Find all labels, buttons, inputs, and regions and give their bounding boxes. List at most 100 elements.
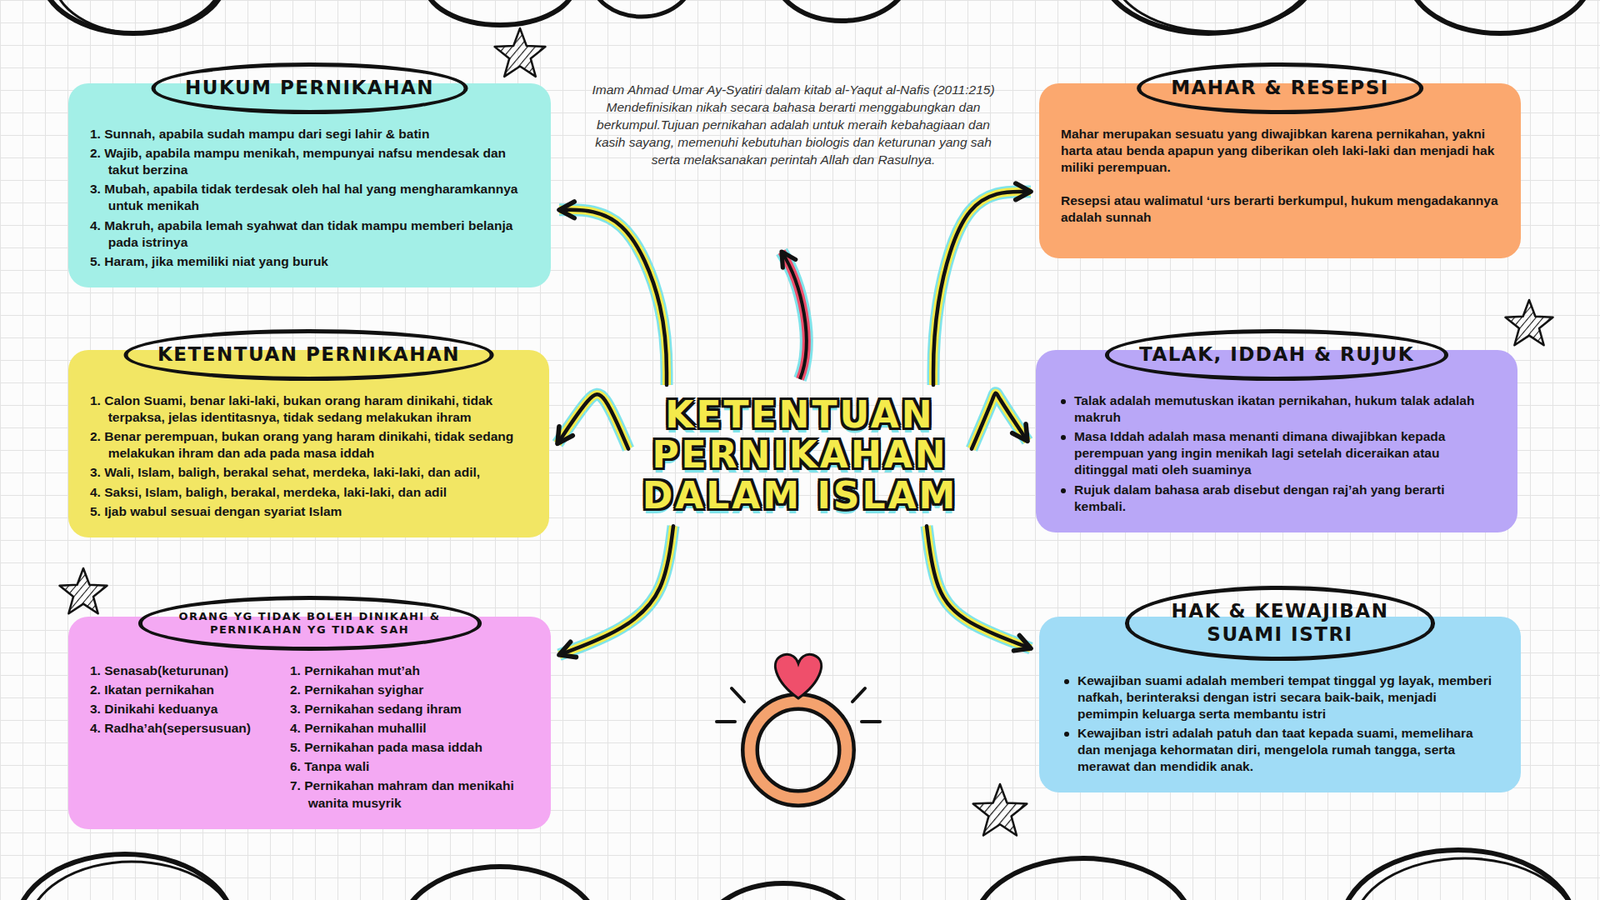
scribble-circle bbox=[400, 866, 600, 900]
topic-box: KETENTUAN PERNIKAHAN1. Calon Suami, bena… bbox=[68, 350, 550, 538]
connector-glow bbox=[933, 191, 1031, 385]
connector-group bbox=[557, 394, 629, 449]
list-item: 1. Pernikahan mut’ah bbox=[290, 662, 530, 680]
list-item: 3. Wali, Islam, baligh, berakal sehat, m… bbox=[90, 464, 528, 481]
paragraph: Mahar merupakan sesuatu yang diwajibkan … bbox=[1060, 125, 1500, 176]
list-item: 1. Calon Suami, benar laki-laki, bukan o… bbox=[90, 392, 528, 426]
star-doodle bbox=[973, 784, 1028, 836]
list-item: 5. Haram, jika memiliki niat yang buruk bbox=[90, 253, 530, 270]
list-item: 5. Pernikahan pada masa iddah bbox=[290, 739, 530, 756]
list-item: 2. Benar perempuan, bukan orang yang har… bbox=[90, 428, 528, 462]
topic-box: ORANG YG TIDAK BOLEH DINIKAHI & PERNIKAH… bbox=[68, 616, 551, 830]
heading-ellipse: TALAK, IDDAH & RUJUK bbox=[1105, 329, 1449, 381]
scribble-circle bbox=[775, 0, 909, 21]
list-item: 4. Radha’ah(sepersusuan) bbox=[90, 720, 282, 737]
list-item: 1. Sunnah, apabila sudah mampu dari segi… bbox=[90, 125, 530, 143]
scribble-circle bbox=[425, 0, 575, 25]
box-body: 1. Sunnah, apabila sudah mampu dari segi… bbox=[90, 125, 530, 270]
connector-group bbox=[559, 210, 667, 385]
topic-box: MAHAR & RESEPSIMahar merupakan sesuatu y… bbox=[1039, 83, 1521, 259]
list-item: 1. Senasab(keturunan) bbox=[90, 662, 282, 680]
bullet-dot bbox=[1064, 679, 1070, 685]
scribble-circle bbox=[700, 883, 867, 900]
connector-glow bbox=[926, 525, 1031, 649]
ring-outline bbox=[750, 701, 847, 799]
list-item: 2. Wajib, apabila mampu menikah, mempuny… bbox=[90, 145, 530, 179]
scribble-circles bbox=[16, 0, 1592, 900]
connector-glow bbox=[559, 210, 667, 385]
list-item: 2. Ikatan pernikahan bbox=[90, 681, 282, 699]
list-item: 3. Dinikahi keduanya bbox=[90, 700, 282, 718]
connector-glow bbox=[971, 393, 1028, 450]
scribble-circle bbox=[41, 0, 225, 34]
bullet-row: Kewajiban suami adalah memberi tempat ti… bbox=[1060, 672, 1500, 723]
bullet-text: Kewajiban suami adalah memberi tempat ti… bbox=[1077, 672, 1500, 723]
connector-arrow bbox=[971, 393, 1028, 450]
bullet-text: Talak adalah memutuskan ikatan pernikaha… bbox=[1074, 392, 1496, 426]
bullet-dot bbox=[1064, 731, 1070, 737]
paragraph: Resepsi atau walimatul ‘urs berarti berk… bbox=[1060, 192, 1500, 226]
list-column: 1. Pernikahan mut’ah2. Pernikahan syigha… bbox=[281, 662, 530, 815]
connector-group bbox=[933, 191, 1031, 385]
connector-glow bbox=[559, 210, 667, 385]
ring-icon bbox=[716, 654, 880, 799]
bullet-row: Talak adalah memutuskan ikatan pernikaha… bbox=[1057, 392, 1496, 426]
quote-note: Imam Ahmad Umar Ay-Syatiri dalam kitab a… bbox=[581, 81, 1005, 170]
bullet-dot bbox=[1060, 435, 1066, 440]
heart bbox=[775, 654, 821, 699]
connector-glow bbox=[933, 191, 1031, 385]
connector-glow bbox=[559, 525, 674, 655]
heading-ellipse: HUKUM PERNIKAHAN bbox=[150, 62, 469, 115]
connector-glow bbox=[971, 393, 1028, 450]
star-doodle bbox=[59, 568, 107, 614]
bullet-row: Rujuk dalam bahasa arab disebut dengan r… bbox=[1057, 481, 1496, 515]
list-item: 2. Pernikahan syighar bbox=[290, 681, 530, 699]
topic-box: HAK & KEWAJIBAN SUAMI ISTRIKewajiban sua… bbox=[1039, 616, 1521, 793]
bullet-text: Rujuk dalam bahasa arab disebut dengan r… bbox=[1074, 481, 1496, 515]
list-item: 4. Saksi, Islam, baligh, berakal, merdek… bbox=[90, 484, 528, 501]
connector-group bbox=[926, 525, 1031, 649]
box-body: Kewajiban suami adalah memberi tempat ti… bbox=[1060, 672, 1500, 776]
connector-arrow bbox=[557, 394, 629, 449]
connector-glow bbox=[557, 394, 629, 449]
scribble-circle bbox=[28, 861, 235, 900]
arrow-line bbox=[781, 251, 807, 380]
bullet-row: Masa Iddah adalah masa menanti dimana di… bbox=[1057, 428, 1496, 479]
connector-glow bbox=[559, 525, 674, 655]
bullet-dot bbox=[1060, 399, 1066, 405]
bullet-dot bbox=[1060, 488, 1066, 494]
list-item: 3. Mubah, apabila tidak terdesak oleh ha… bbox=[90, 180, 530, 215]
scribble-circle bbox=[1408, 0, 1592, 34]
box-body: 1. Senasab(keturunan)2. Ikatan pernikaha… bbox=[90, 662, 530, 815]
list-item: 5. Ijab wabul sesuai dengan syariat Isla… bbox=[90, 503, 528, 520]
heading-ellipse: ORANG YG TIDAK BOLEH DINIKAHI & PERNIKAH… bbox=[138, 595, 482, 650]
sparkle-lines bbox=[716, 688, 880, 722]
scribble-circle bbox=[975, 858, 1192, 900]
heading-ellipse: MAHAR & RESEPSI bbox=[1136, 62, 1424, 115]
box-body: Mahar merupakan sesuatu yang diwajibkan … bbox=[1060, 125, 1500, 227]
connector-arrow bbox=[926, 525, 1031, 649]
ring-band bbox=[750, 701, 847, 799]
bullet-text: Kewajiban istri adalah patuh dan taat ke… bbox=[1077, 725, 1500, 775]
connector-arrow bbox=[933, 191, 1031, 385]
scribble-circle bbox=[53, 0, 227, 34]
list-column: 1. Senasab(keturunan)2. Ikatan pernikaha… bbox=[90, 662, 282, 815]
central-title: KETENTUAN PERNIKAHAN DALAM ISLAM bbox=[633, 395, 967, 516]
list-item: 3. Pernikahan sedang ihram bbox=[290, 700, 530, 718]
list-item: 4. Makruh, apabila lemah syahwat dan tid… bbox=[90, 217, 530, 251]
box-body: 1. Calon Suami, benar laki-laki, bukan o… bbox=[90, 392, 528, 520]
red-arrow bbox=[781, 251, 807, 380]
connector-arrow bbox=[559, 525, 674, 655]
central-topic: KETENTUAN PERNIKAHAN DALAM ISLAM bbox=[633, 390, 967, 521]
star-doodle bbox=[495, 28, 546, 77]
topic-box: HUKUM PERNIKAHAN1. Sunnah, apabila sudah… bbox=[68, 83, 551, 288]
scribble-circle bbox=[1353, 858, 1577, 900]
arrow-glow bbox=[781, 251, 807, 380]
list-item: 7. Pernikahan mahram dan menikahi wanita… bbox=[290, 777, 530, 811]
heading-ellipse: KETENTUAN PERNIKAHAN bbox=[123, 329, 495, 381]
connector-group bbox=[559, 525, 674, 655]
list-item: 6. Tanpa wali bbox=[290, 758, 530, 775]
scribble-circle bbox=[591, 0, 692, 17]
bullet-text: Masa Iddah adalah masa menanti dimana di… bbox=[1074, 428, 1496, 479]
